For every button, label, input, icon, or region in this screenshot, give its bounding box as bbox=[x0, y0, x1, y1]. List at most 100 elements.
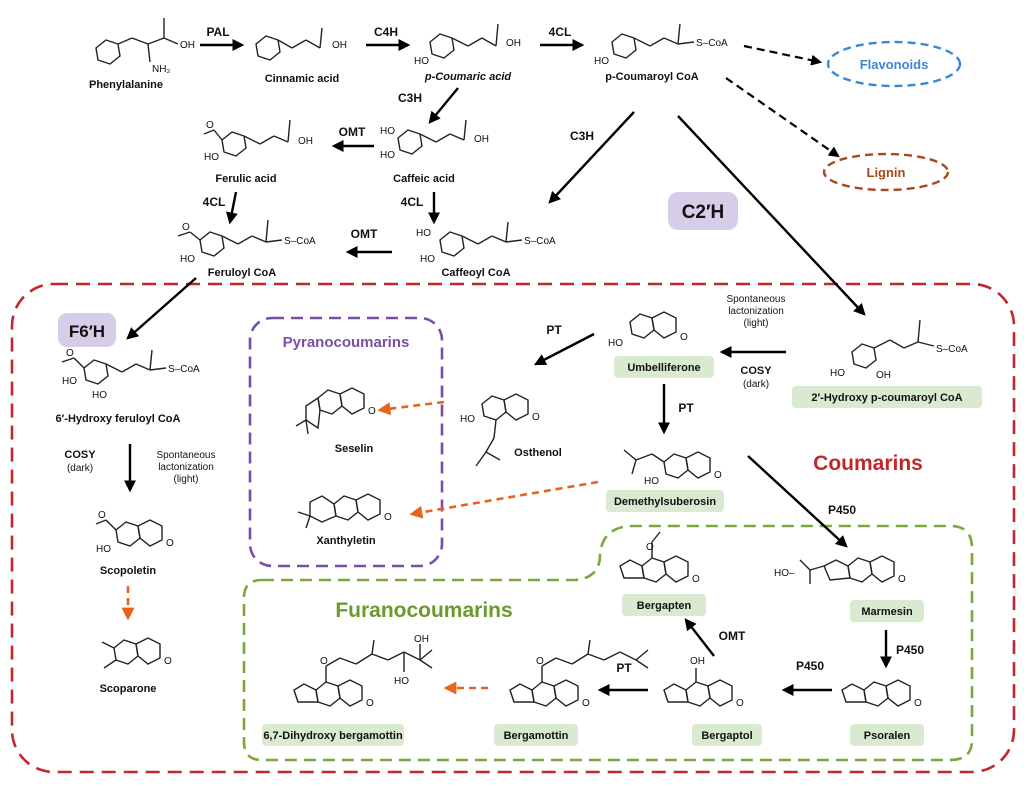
pyranocoumarins-region bbox=[248, 316, 444, 568]
svg-text:O: O bbox=[680, 332, 688, 343]
spont-a1-label: Spontaneous bbox=[157, 450, 216, 461]
svg-text:HO: HO bbox=[420, 254, 435, 265]
svg-text:S–CoA: S–CoA bbox=[936, 344, 968, 355]
svg-text:S–CoA: S–CoA bbox=[284, 236, 316, 247]
bergaptol-label: Bergaptol bbox=[701, 730, 752, 742]
bergapten-label: Bergapten bbox=[637, 600, 692, 612]
bergapten-arrow bbox=[684, 618, 715, 657]
svg-text:HO: HO bbox=[204, 152, 219, 163]
marmesin-label: Marmesin bbox=[861, 606, 913, 618]
svg-text:HO: HO bbox=[380, 126, 395, 137]
pt-b-label: PT bbox=[678, 401, 694, 415]
ferulic-label: Ferulic acid bbox=[215, 173, 276, 185]
scoparone-structure: O bbox=[101, 637, 172, 669]
svg-text:O: O bbox=[736, 698, 744, 709]
svg-text:HO: HO bbox=[608, 338, 623, 349]
xanthyletin-arrow bbox=[409, 480, 599, 519]
bergamottin-label: Bergamottin bbox=[504, 730, 569, 742]
caffeic-structure: HO HO OH bbox=[380, 119, 489, 161]
marmesin-arrow bbox=[747, 455, 848, 548]
spont-a2-label: lactonization bbox=[158, 462, 214, 473]
svg-text:HO–: HO– bbox=[774, 568, 795, 579]
svg-text:HO: HO bbox=[414, 56, 429, 67]
svg-text:HO: HO bbox=[380, 150, 395, 161]
c2h-arrow bbox=[677, 115, 866, 316]
svg-text:O: O bbox=[536, 656, 544, 667]
svg-text:O: O bbox=[898, 574, 906, 585]
bergaptol-structure: OH O bbox=[663, 656, 744, 709]
bergapten-structure: O O bbox=[619, 531, 700, 585]
scopoletin-label: Scopoletin bbox=[100, 565, 157, 577]
omt-a-label: OMT bbox=[339, 125, 366, 139]
omt-c-label: OMT bbox=[719, 629, 746, 643]
dihydroxybergamottin-tag bbox=[262, 724, 404, 746]
pcoumaroyl-label: p-Coumaroyl CoA bbox=[605, 71, 699, 83]
bergamottin-structure: O O bbox=[509, 639, 649, 709]
svg-text:OH: OH bbox=[474, 134, 489, 145]
cosy-b-label: COSY bbox=[740, 365, 772, 377]
svg-text:O: O bbox=[714, 470, 722, 481]
svg-text:OH: OH bbox=[690, 656, 705, 667]
hydroxyferuloyl-structure: O HO HO S–CoA bbox=[61, 348, 200, 401]
dihydroxybergamottin-label: 6,7-Dihydroxy bergamottin bbox=[263, 730, 403, 742]
svg-text:S–CoA: S–CoA bbox=[168, 364, 200, 375]
umbelliferone-label: Umbelliferone bbox=[627, 362, 700, 374]
svg-text:OH: OH bbox=[506, 38, 521, 49]
fourcl-c-label: 4CL bbox=[401, 195, 424, 209]
omt-b-label: OMT bbox=[351, 227, 378, 241]
scoparone-label: Scoparone bbox=[100, 683, 157, 695]
osthenol-label: Osthenol bbox=[514, 447, 562, 459]
fourcl-a-label: 4CL bbox=[549, 25, 572, 39]
svg-text:HO: HO bbox=[644, 476, 659, 487]
caffeoyl-label: Caffeoyl CoA bbox=[441, 267, 510, 279]
pt-a-label: PT bbox=[546, 323, 562, 337]
svg-text:S–CoA: S–CoA bbox=[696, 38, 728, 49]
psoralen-structure: O bbox=[841, 679, 922, 709]
furanocoumarins-label: Furanocoumarins bbox=[335, 599, 512, 622]
demethylsuberosin-structure: HO O bbox=[623, 449, 722, 487]
pcoumaric-label: p-Coumaric acid bbox=[424, 71, 511, 83]
spont-a3-label: (light) bbox=[173, 474, 198, 485]
svg-text:NH₂: NH₂ bbox=[152, 64, 170, 75]
spont-b2-label: lactonization bbox=[728, 306, 784, 317]
bergamottin-tag bbox=[494, 724, 578, 746]
hydroxycoumaroyl-structure: HO OH S–CoA bbox=[830, 319, 968, 381]
cinnamic-label: Cinnamic acid bbox=[265, 73, 340, 85]
caffeic-label: Caffeic acid bbox=[393, 173, 455, 185]
xanthyletin-label: Xanthyletin bbox=[316, 535, 376, 547]
hydroxycoumaroyl-label: 2′-Hydroxy p-coumaroyl CoA bbox=[811, 392, 962, 404]
svg-text:OH: OH bbox=[180, 40, 195, 51]
spont-b3-label: (light) bbox=[743, 318, 768, 329]
c3h-b-label: C3H bbox=[570, 129, 594, 143]
svg-text:HO: HO bbox=[180, 254, 195, 265]
hydroxyferuloyl-label: 6′-Hydroxy feruloyl CoA bbox=[56, 413, 181, 425]
marmesin-structure: HO– O bbox=[774, 555, 906, 585]
dark-b-label: (dark) bbox=[743, 379, 769, 390]
c4h-label: C4H bbox=[374, 25, 398, 39]
svg-text:O: O bbox=[164, 656, 172, 667]
pt-c-label: PT bbox=[616, 661, 632, 675]
caffeoyl-structure: HO HO S–CoA bbox=[416, 221, 556, 265]
dark-a-label: (dark) bbox=[67, 463, 93, 474]
cosy-a-label: COSY bbox=[64, 449, 96, 461]
hydroxycoumaroyl-tag bbox=[792, 386, 982, 408]
svg-text:O: O bbox=[384, 512, 392, 523]
cinnamic-structure: OH bbox=[255, 27, 347, 61]
svg-text:O: O bbox=[98, 510, 106, 521]
f6h-arrow bbox=[126, 277, 197, 340]
c2h-label: C2′H bbox=[682, 202, 725, 223]
spont-b1-label: Spontaneous bbox=[727, 294, 786, 305]
svg-text:OH: OH bbox=[876, 370, 891, 381]
svg-text:O: O bbox=[914, 698, 922, 709]
svg-text:OH: OH bbox=[414, 634, 429, 645]
umbelliferone-tag bbox=[614, 356, 714, 378]
svg-text:HO: HO bbox=[416, 228, 431, 239]
svg-text:HO: HO bbox=[96, 544, 111, 555]
psoralen-tag bbox=[850, 724, 924, 746]
bergaptol-tag bbox=[692, 724, 762, 746]
c3h-a-arrow bbox=[428, 87, 459, 124]
svg-text:O: O bbox=[320, 656, 328, 667]
p450-c-label: P450 bbox=[796, 659, 824, 673]
svg-text:O: O bbox=[366, 698, 374, 709]
